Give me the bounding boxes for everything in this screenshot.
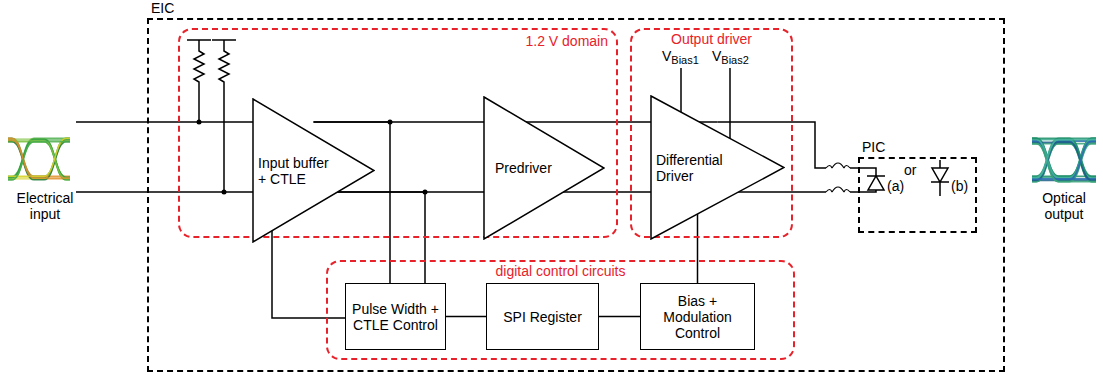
node-label: 1.2 V domain — [526, 33, 609, 49]
input-wire — [76, 121, 262, 123]
junction-dot — [388, 120, 393, 125]
signal-wire — [446, 316, 486, 318]
junction-dot — [197, 120, 202, 125]
power-domain-region: 1.2 V domainInput buffer + CTLE Predriver — [178, 28, 618, 238]
digital-control-region: digital control circuitsPulse Width + CT… — [326, 260, 795, 360]
register-block: SPI Register — [486, 283, 599, 350]
buffer-amplifier: Input buffer + CTLE — [252, 98, 375, 243]
option-label: (b) — [951, 178, 968, 194]
driver-amplifier: Differential Driver — [650, 95, 785, 240]
node-label: Output driver — [632, 31, 791, 47]
eye-trace — [8, 139, 70, 177]
node-label: Pulse Width + CTLE Control — [350, 301, 441, 333]
bias-voltage-label: VBias1 — [662, 48, 699, 64]
photodiode-symbol — [867, 176, 885, 190]
eye-trace — [8, 141, 70, 179]
amplifier-outline — [651, 96, 784, 239]
node-label: PIC — [862, 139, 885, 155]
photodiode-symbol — [931, 160, 949, 196]
optical-eye-diagram — [1032, 138, 1096, 181]
node-label: Input buffer + CTLE — [258, 155, 340, 187]
electrical-eye-diagram — [8, 138, 70, 180]
chip-region: EIC1.2 V domainInput buffer + CTLEPredri… — [147, 18, 1005, 372]
resistor-symbol — [187, 40, 211, 122]
amplifier-outline — [253, 99, 374, 242]
option-label: (a) — [887, 178, 904, 194]
junction-dot — [423, 190, 428, 195]
junction-dot — [222, 190, 227, 195]
bias-voltage-label: VBias2 — [712, 48, 749, 64]
eye-trace — [1032, 140, 1096, 178]
output-driver-region: Output driverDifferential Driver — [630, 28, 793, 238]
signal-wire — [599, 316, 640, 318]
eye-trace — [1032, 144, 1096, 182]
option-label: or — [904, 162, 916, 178]
node-label: Predriver — [495, 160, 567, 176]
eye-trace — [8, 142, 70, 180]
eye-caption: Electrical input — [4, 190, 86, 222]
resistor-symbol — [212, 40, 236, 192]
input-wire — [76, 191, 262, 193]
bond-wire — [826, 163, 850, 197]
amplifier-outline — [484, 97, 604, 239]
photonic-chip-region: PIC — [858, 157, 977, 233]
control-block: Pulse Width + CTLE Control — [345, 283, 446, 350]
node-label: digital control circuits — [328, 263, 793, 279]
predriver-amplifier: Predriver — [483, 96, 605, 240]
control-block: Bias + Modulation Control — [640, 283, 755, 350]
node-label: EIC — [151, 0, 174, 16]
bias-wire — [729, 68, 731, 140]
node-label: SPI Register — [503, 309, 582, 325]
node-label: Differential Driver — [656, 152, 740, 184]
node-label: Bias + Modulation Control — [645, 293, 750, 341]
eye-trace — [8, 140, 70, 178]
eye-caption: Optical output — [1026, 190, 1102, 222]
